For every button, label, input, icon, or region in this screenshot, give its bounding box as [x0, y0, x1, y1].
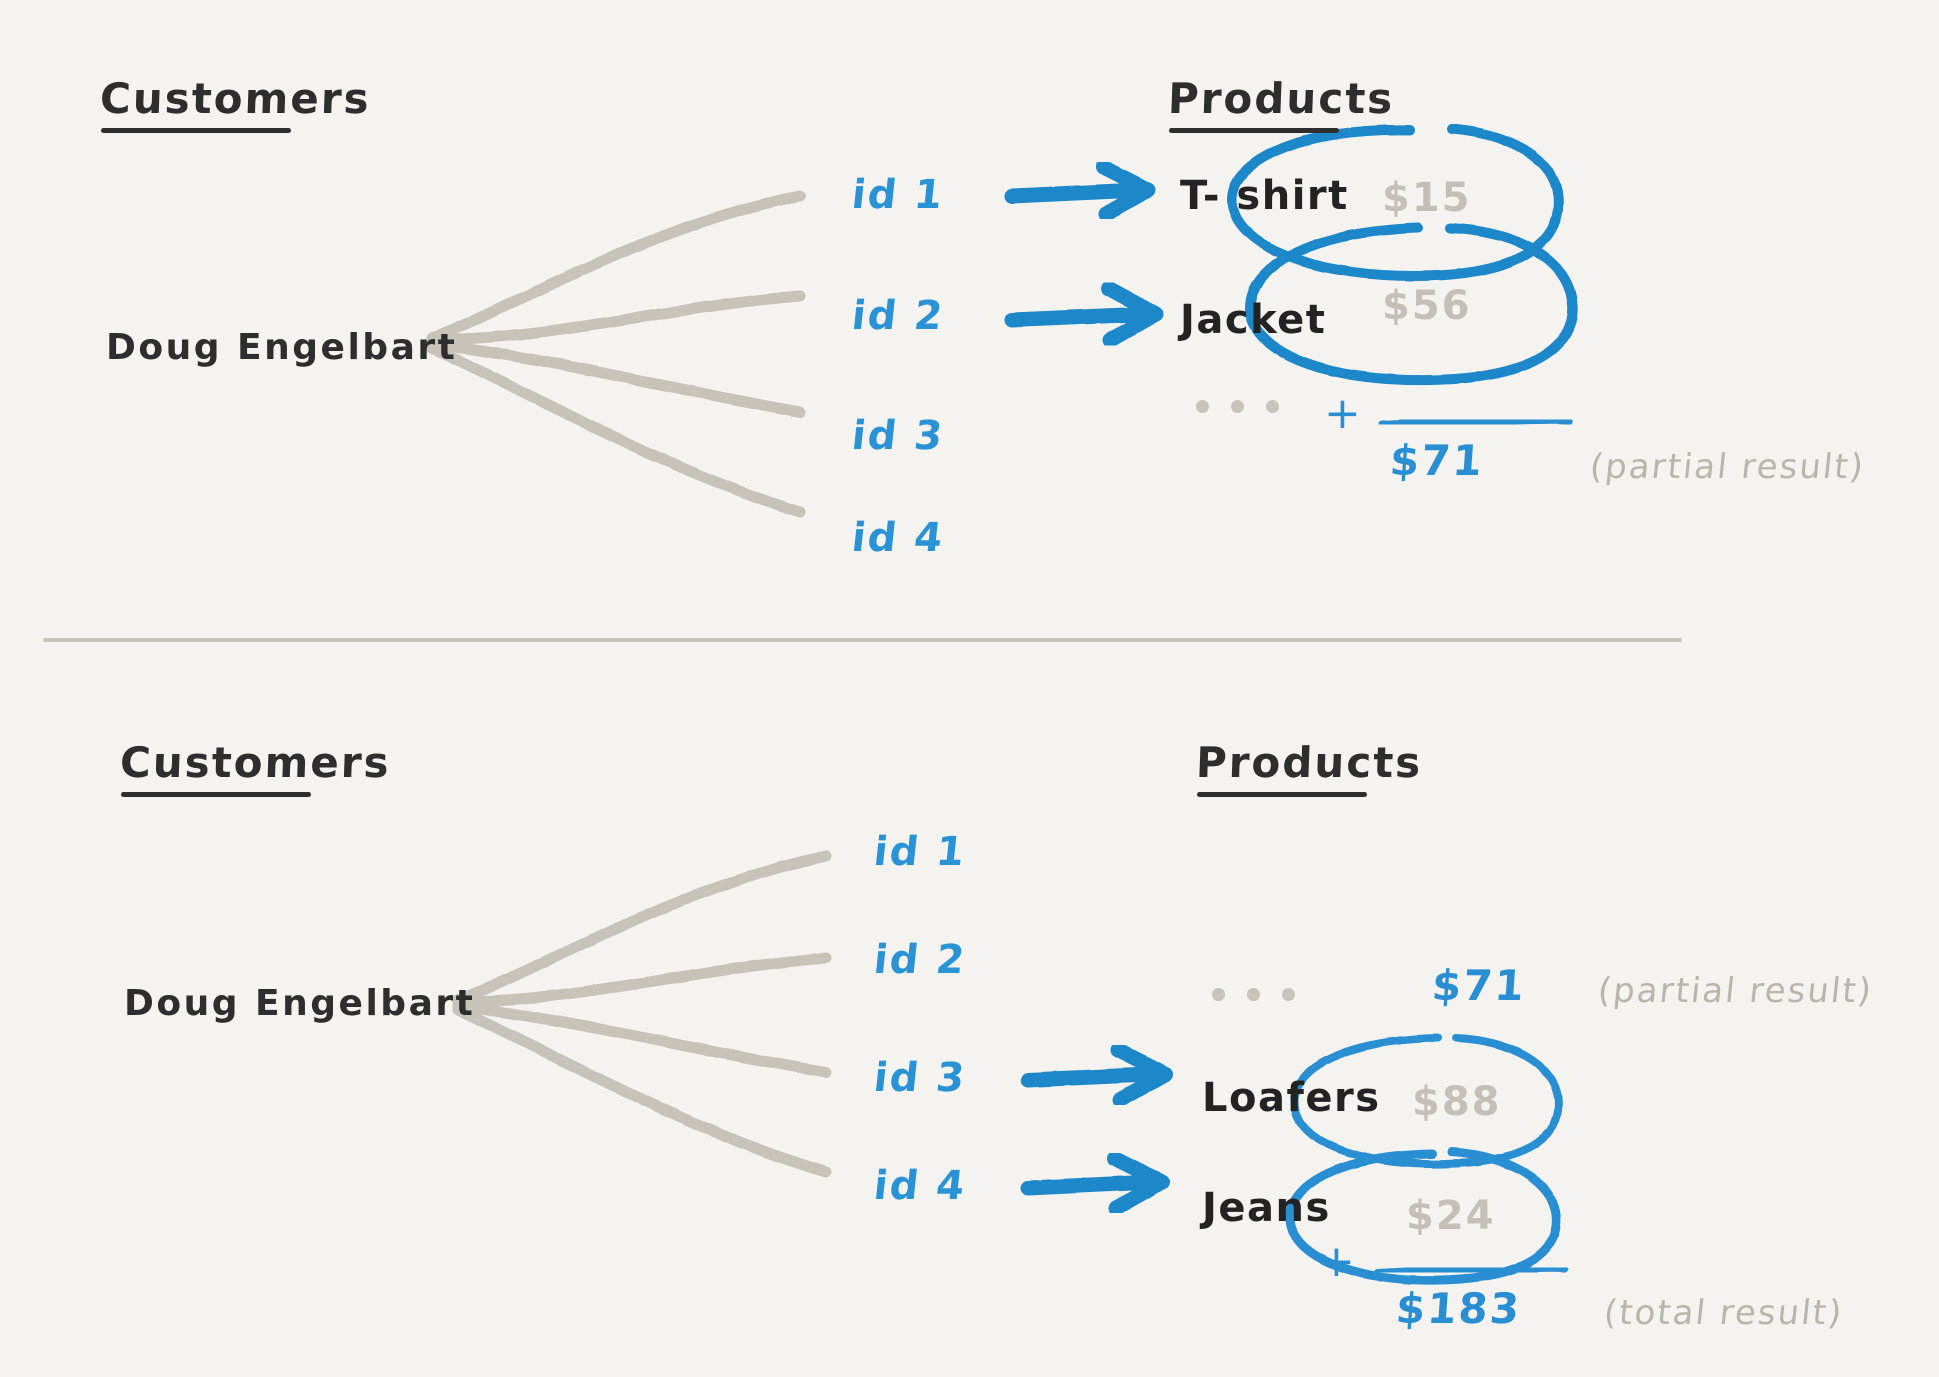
panel-bottom-plus-sign: + [1318, 1236, 1355, 1287]
panel-bottom-price-4: $24 [1406, 1193, 1496, 1239]
panel-top-sum-value: $71 [1388, 436, 1486, 485]
panel-bottom-ellipsis [1212, 988, 1295, 1001]
panel-bottom-customers-heading-underline [121, 792, 311, 797]
panel-top-price-1: $15 [1382, 175, 1472, 221]
panel-bottom-id-label-4[interactable]: id 4 [871, 1163, 969, 1209]
arrow-row1-top [1004, 159, 1156, 222]
fanout-lines-bottom [452, 850, 832, 1178]
panel-top-product-1: T- shirt [1180, 173, 1349, 219]
panel-bottom-price-3: $88 [1412, 1079, 1502, 1125]
panel-bottom-products-heading-underline [1197, 792, 1367, 797]
panel-bottom-products-heading: Products [1195, 738, 1424, 787]
arrow-row4-bottom [1020, 1150, 1170, 1216]
panel-bottom-id-label-1[interactable]: id 1 [871, 829, 969, 875]
panel-bottom-product-4: Jeans [1202, 1185, 1331, 1231]
panel-top-id-label-1[interactable]: id 1 [849, 172, 947, 218]
panel-bottom-product-3: Loafers [1202, 1075, 1381, 1121]
panel-top-customers-heading: Customers [99, 74, 372, 123]
panel-bottom-sum-value: $183 [1394, 1284, 1523, 1333]
panel-top-customers-heading-underline [101, 128, 291, 133]
sum-rule-bottom [1374, 1264, 1569, 1276]
arrow-row3-bottom [1020, 1042, 1174, 1108]
panel-bottom-sum-annotation: (total result) [1601, 1293, 1846, 1333]
fanout-lines-top [426, 190, 806, 518]
panel-top-id-label-4[interactable]: id 4 [849, 515, 947, 561]
panel-top-products-heading: Products [1167, 74, 1396, 123]
sum-rule-top [1378, 416, 1573, 428]
panel-top-ellipsis [1196, 400, 1279, 413]
panel-bottom-carried-value: $71 [1430, 961, 1528, 1010]
arrow-row2-top [1004, 280, 1164, 348]
panel-bottom-id-label-2[interactable]: id 2 [871, 937, 969, 983]
panel-bottom-customer-name: Doug Engelbart [124, 983, 476, 1024]
panel-top-id-label-2[interactable]: id 2 [849, 293, 947, 339]
panel-top-sum-annotation: (partial result) [1587, 447, 1868, 487]
panel-bottom-customers-heading: Customers [119, 738, 392, 787]
panel-bottom-id-label-3[interactable]: id 3 [871, 1055, 969, 1101]
panel-bottom-carried-annotation: (partial result) [1595, 971, 1876, 1011]
panel-top-plus-sign: + [1324, 388, 1361, 439]
panel-top-id-label-3[interactable]: id 3 [849, 413, 947, 459]
sum-rule-top-2 [1379, 418, 1573, 427]
panel-top-price-2: $56 [1382, 283, 1472, 329]
panel-top-product-2: Jacket [1180, 297, 1327, 343]
panel-top-customer-name: Doug Engelbart [106, 327, 458, 368]
sum-rule-bottom-2 [1375, 1266, 1569, 1275]
panel-top-products-heading-underline [1169, 128, 1339, 133]
